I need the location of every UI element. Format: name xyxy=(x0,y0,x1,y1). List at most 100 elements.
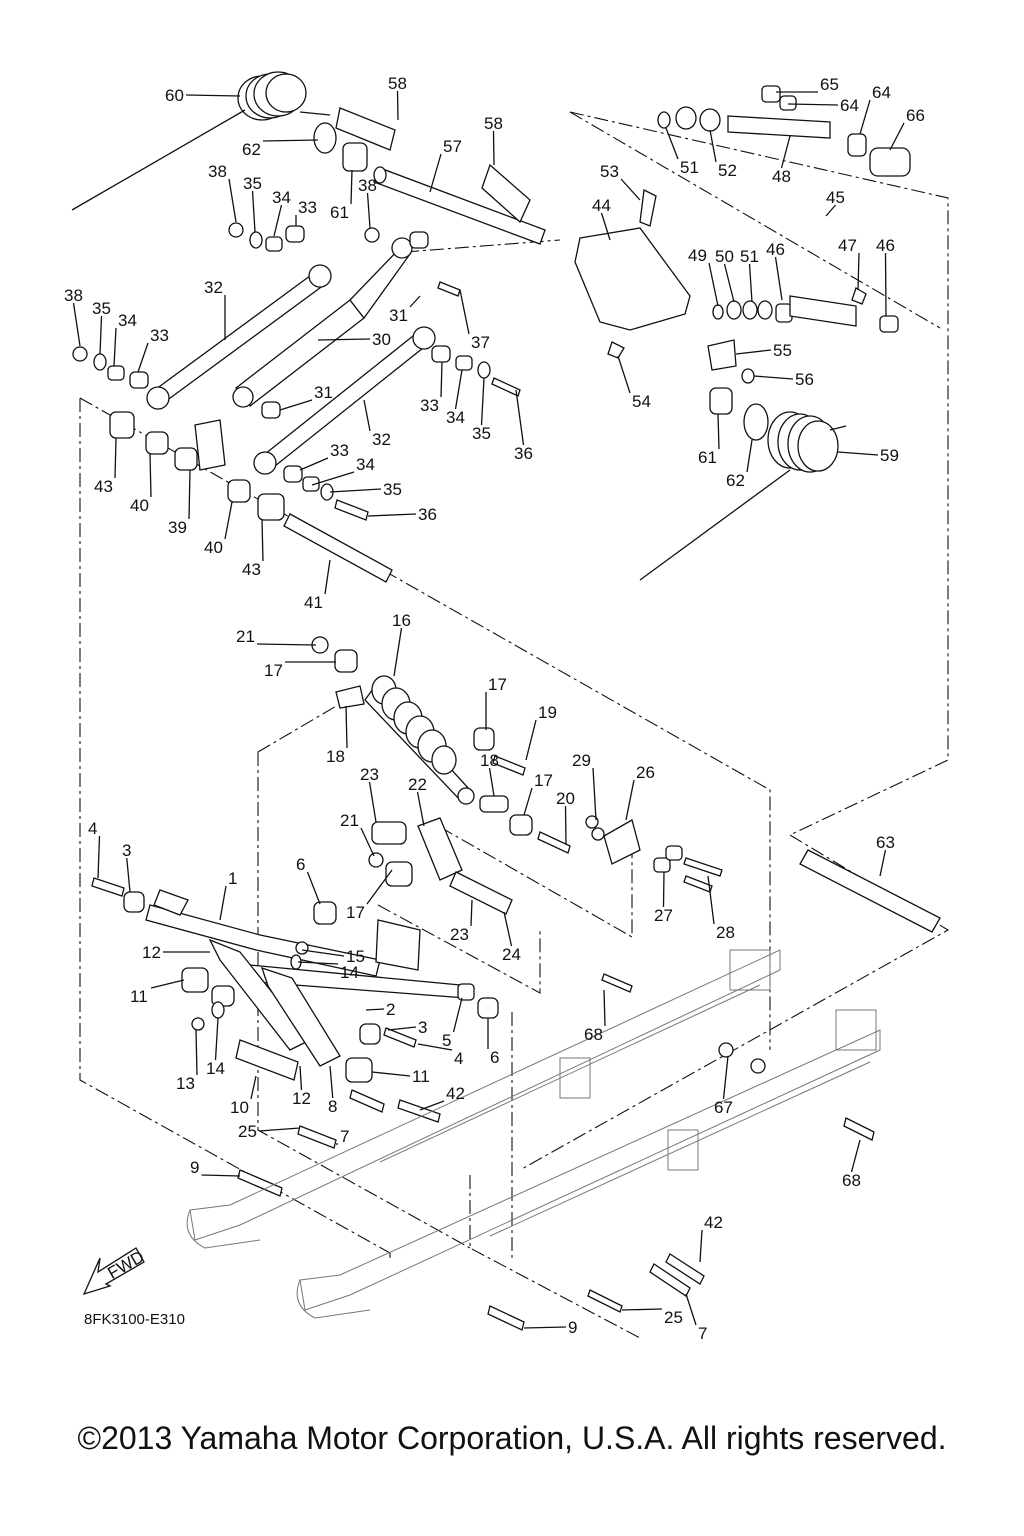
leader-line-c68a xyxy=(603,989,606,1027)
callout-c24: 24 xyxy=(502,945,521,964)
joint-45 xyxy=(789,295,857,327)
leader-line-c35c xyxy=(480,377,485,426)
leader-line-c59 xyxy=(837,451,879,456)
leader-line-c61a xyxy=(350,169,353,205)
leader-line-c57 xyxy=(429,153,442,193)
bushing-61a xyxy=(342,142,368,172)
leader-line-c26 xyxy=(625,779,635,821)
leader-line-c36b xyxy=(367,513,417,517)
leader-line-c66 xyxy=(889,122,905,151)
leader-line-c43b xyxy=(261,519,264,562)
callout-c22: 22 xyxy=(408,775,427,794)
callout-c68b: 68 xyxy=(842,1171,861,1190)
leader-line-c23a xyxy=(368,781,377,823)
leader-line-c58a xyxy=(396,90,399,121)
leader-line-c52 xyxy=(709,129,717,163)
shaft-10 xyxy=(235,1039,299,1081)
leader-line-c55 xyxy=(735,349,772,355)
leader-line-c34c xyxy=(454,369,463,410)
cap-58b xyxy=(481,163,531,224)
callout-c18b: 18 xyxy=(480,751,499,770)
clip-55 xyxy=(707,339,737,371)
bracket-22 xyxy=(417,817,463,881)
callout-c34a: 34 xyxy=(272,188,291,207)
callout-c64a: 64 xyxy=(840,96,859,115)
leader-line-c68b xyxy=(850,1139,861,1173)
callout-c17a: 17 xyxy=(264,661,283,680)
callout-leader-lines xyxy=(72,90,905,1329)
leader-line-c40b xyxy=(224,501,233,540)
callout-c51a: 51 xyxy=(680,158,699,177)
rod-63 xyxy=(799,849,941,933)
callout-c33d: 33 xyxy=(330,441,349,460)
callout-c66: 66 xyxy=(906,106,925,125)
callout-c17c: 17 xyxy=(534,771,553,790)
leader-line-c33b xyxy=(137,342,149,373)
leader-line-c38c xyxy=(72,302,81,347)
callout-c15: 15 xyxy=(346,947,365,966)
callout-c21b: 21 xyxy=(340,811,359,830)
callout-c68a: 68 xyxy=(584,1025,603,1044)
diagram-code: 8FK3100-E310 xyxy=(84,1311,185,1328)
leader-line-c46b xyxy=(884,252,887,317)
callout-c14b: 14 xyxy=(206,1059,225,1078)
leader-line-c54 xyxy=(617,355,631,394)
leader-line-c11a xyxy=(150,979,185,989)
callout-c41: 41 xyxy=(304,593,323,612)
callout-c67: 67 xyxy=(714,1098,733,1117)
callout-c33c: 33 xyxy=(420,396,439,415)
callout-c31b: 31 xyxy=(314,383,333,402)
leader-line-c63 xyxy=(879,849,887,877)
callout-c31a: 31 xyxy=(389,306,408,325)
callout-c23a: 23 xyxy=(360,765,379,784)
callout-c19: 19 xyxy=(538,703,557,722)
callout-c1: 1 xyxy=(228,869,237,888)
leader-line-c42a xyxy=(419,1100,445,1111)
leader-line-c18a xyxy=(345,705,348,749)
callout-c35a: 35 xyxy=(243,174,262,193)
callout-c11a: 11 xyxy=(130,987,148,1006)
leader-line-c37 xyxy=(459,289,470,335)
leader-line-c64a xyxy=(787,103,839,106)
callout-c38b: 38 xyxy=(358,176,377,195)
leader-line-c42b xyxy=(699,1229,703,1263)
leader-line-c4a xyxy=(97,835,101,879)
leader-line-c5 xyxy=(452,997,463,1033)
callout-c18a: 18 xyxy=(326,747,345,766)
copyright-notice: ©2013 Yamaha Motor Corporation, U.S.A. A… xyxy=(77,1420,947,1456)
torsion-spring-59 xyxy=(639,411,847,581)
callout-c54: 54 xyxy=(632,392,651,411)
leader-line-c28 xyxy=(707,875,715,925)
callout-c23b: 23 xyxy=(450,925,469,944)
callout-c35b: 35 xyxy=(92,299,111,318)
callout-c47: 47 xyxy=(838,236,857,255)
leader-line-c64b xyxy=(859,99,871,135)
leader-line-c21b xyxy=(360,827,375,857)
leader-line-c48 xyxy=(780,135,791,169)
callout-c62a: 62 xyxy=(242,140,261,159)
callout-c38a: 38 xyxy=(208,162,227,181)
callout-c43a: 43 xyxy=(94,477,113,496)
leader-line-c34b xyxy=(113,327,117,367)
leader-line-c39 xyxy=(188,469,191,520)
callout-c29: 29 xyxy=(572,751,591,770)
callout-c40b: 40 xyxy=(204,538,223,557)
leader-line-c22 xyxy=(416,791,425,827)
slide-rail-left xyxy=(186,949,781,1249)
callout-c33a: 33 xyxy=(298,198,317,217)
callout-c8: 8 xyxy=(328,1097,337,1116)
leader-line-c45 xyxy=(825,204,836,217)
callout-c42a: 42 xyxy=(446,1084,465,1103)
callout-c7b: 7 xyxy=(698,1324,707,1343)
leader-line-c2 xyxy=(365,1008,385,1011)
leader-line-c35d xyxy=(329,488,382,493)
leader-line-c3b xyxy=(387,1026,417,1031)
leader-line-c51b xyxy=(748,263,753,303)
callout-c30: 30 xyxy=(372,330,391,349)
callout-c42b: 42 xyxy=(704,1213,723,1232)
callout-c49: 49 xyxy=(688,246,707,265)
leader-line-c58b xyxy=(492,130,495,166)
leader-line-c23b xyxy=(470,899,473,927)
callout-c3b: 3 xyxy=(418,1018,427,1037)
